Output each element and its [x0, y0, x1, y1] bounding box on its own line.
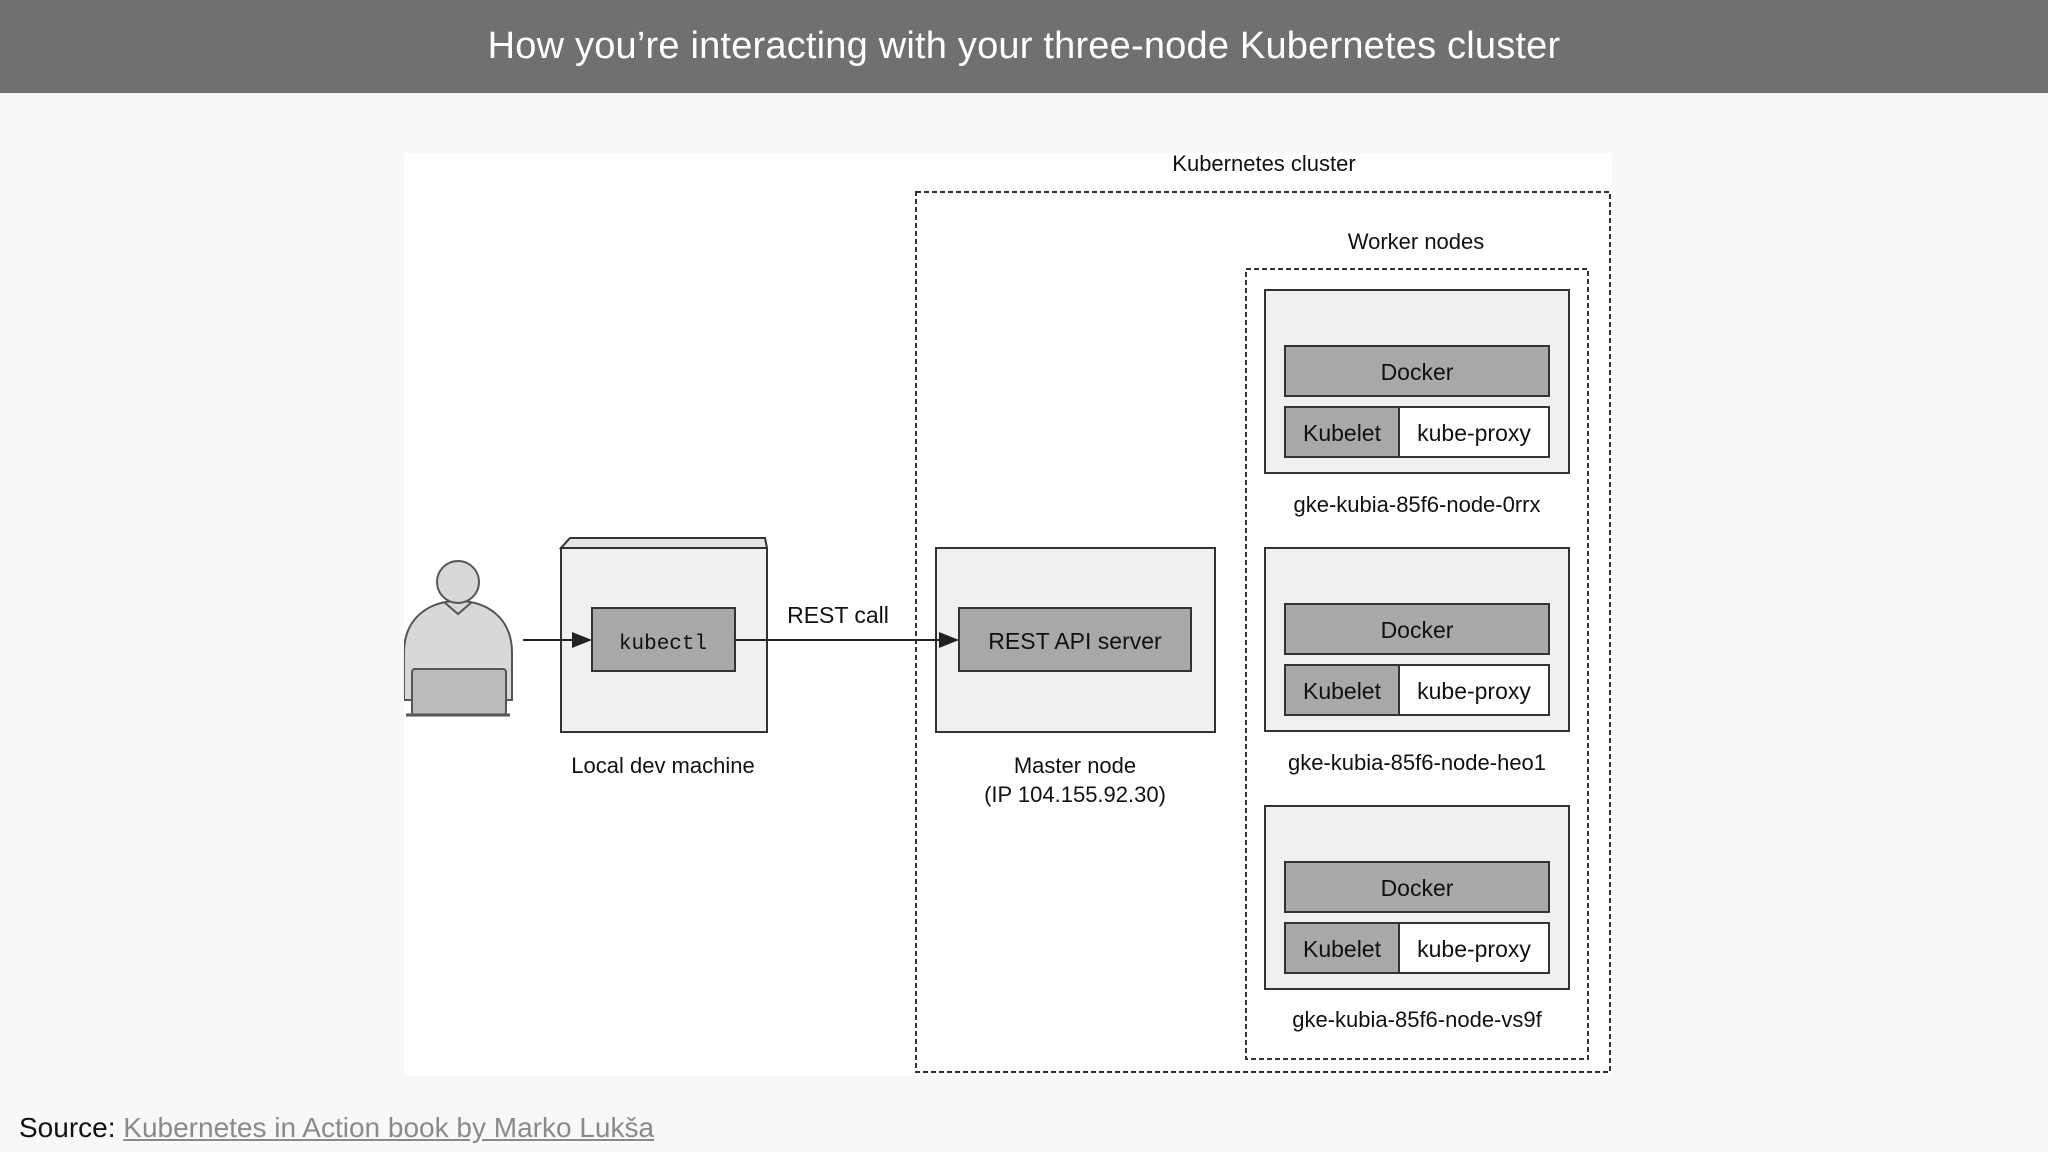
rest-api-server-label: REST API server: [988, 628, 1162, 654]
source-credit: Source: Kubernetes in Action book by Mar…: [19, 1112, 654, 1144]
diagram-canvas: Kubernetes cluster Worker nodes Docker K…: [404, 153, 1612, 1076]
kube-proxy-label: kube-proxy: [1417, 678, 1531, 704]
master-ip-label: (IP 104.155.92.30): [984, 782, 1166, 807]
kube-proxy-component: [1398, 664, 1550, 716]
laptop: [411, 668, 507, 716]
docker-label: Docker: [1381, 617, 1454, 643]
master-node-label: Master node: [1014, 753, 1136, 778]
kubelet-component: [1284, 922, 1400, 974]
kubelet-label: Kubelet: [1303, 420, 1382, 446]
person-head: [436, 560, 480, 604]
docker-component: [1284, 861, 1550, 913]
source-link[interactable]: Kubernetes in Action book by Marko Lukša: [123, 1112, 655, 1143]
kube-proxy-label: kube-proxy: [1417, 420, 1531, 446]
docker-label: Docker: [1381, 359, 1454, 385]
docker-component: [1284, 603, 1550, 655]
page-title: How you’re interacting with your three-n…: [487, 25, 1561, 67]
person-collar: [443, 601, 473, 616]
rest-api-server-component: [958, 607, 1192, 672]
kube-proxy-component: [1398, 406, 1550, 458]
kubelet-label: Kubelet: [1303, 678, 1382, 704]
worker-node-1: Docker Kubelet kube-proxy gke-kubia-85f6…: [1264, 289, 1570, 517]
worker-node-name: gke-kubia-85f6-node-heo1: [1288, 750, 1546, 775]
worker-node-2: Docker Kubelet kube-proxy gke-kubia-85f6…: [1264, 547, 1570, 775]
worker-node-3: Docker Kubelet kube-proxy gke-kubia-85f6…: [1264, 805, 1570, 1032]
kubectl-label: kubectl: [619, 633, 707, 656]
machine-box-top: [558, 537, 769, 549]
worker-nodes-boundary: [1245, 268, 1589, 1060]
local-machine-label: Local dev machine: [571, 753, 754, 778]
kubelet-label: Kubelet: [1303, 936, 1382, 962]
worker-node-name: gke-kubia-85f6-node-0rrx: [1293, 492, 1540, 517]
architecture-diagram: Kubernetes cluster Worker nodes Docker K…: [404, 153, 1612, 1076]
title-bar: How you’re interacting with your three-n…: [0, 0, 2048, 93]
worker-nodes-label: Worker nodes: [1348, 229, 1485, 254]
rest-call-label: REST call: [787, 602, 889, 628]
local-dev-machine: kubectl Local dev machine: [558, 537, 769, 778]
docker-component: [1284, 345, 1550, 397]
person-at-laptop-icon: [404, 560, 513, 717]
kube-proxy-label: kube-proxy: [1417, 936, 1531, 962]
master-node: REST API server Master node (IP 104.155.…: [935, 547, 1216, 807]
docker-label: Docker: [1381, 875, 1454, 901]
worker-node-name: gke-kubia-85f6-node-vs9f: [1292, 1007, 1542, 1032]
kube-proxy-component: [1398, 922, 1550, 974]
source-prefix: Source:: [19, 1112, 124, 1143]
kubernetes-cluster-boundary: [915, 191, 1611, 1073]
kubectl-component: [591, 607, 736, 672]
cluster-label: Kubernetes cluster: [1172, 153, 1355, 176]
